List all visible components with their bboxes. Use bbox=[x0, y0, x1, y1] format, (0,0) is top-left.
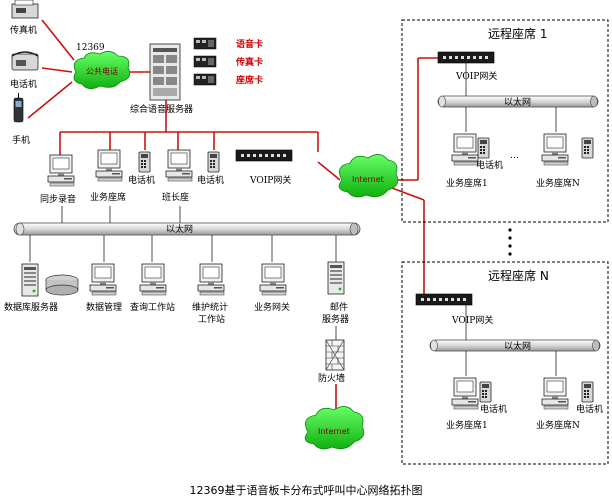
diagram-caption: 12369基于语音板卡分布式呼叫中心网络拓扑图 bbox=[190, 483, 423, 497]
biz-seat-label: 业务座席 bbox=[90, 191, 126, 203]
phone-b-icon bbox=[207, 151, 220, 173]
remote-n-seat-1-pc-icon bbox=[451, 377, 479, 410]
voip-gateway-icon bbox=[235, 149, 293, 162]
fax-label: 传真机 bbox=[10, 24, 37, 36]
db-server-label: 数据库服务器 bbox=[4, 301, 58, 313]
remote-n-voip-label: VOIP网关 bbox=[451, 314, 493, 326]
remote-1-eth-label: 以太网 bbox=[504, 96, 531, 108]
mobile-label: 手机 bbox=[12, 134, 30, 146]
data-mgmt-pc-icon bbox=[89, 263, 117, 296]
ethernet-main-label: 以太网 bbox=[166, 223, 193, 235]
remote-n-voip-icon bbox=[415, 293, 473, 306]
remote-1-seat-n-label: 业务座席N bbox=[536, 177, 580, 189]
sync-record-label: 同步录音 bbox=[40, 193, 76, 205]
mail-server-label-line2: 服务器 bbox=[322, 313, 349, 325]
remote-n-phone-b-icon bbox=[581, 381, 594, 403]
biz-gw-pc-icon bbox=[259, 263, 287, 296]
remote-n-seat-1-label: 业务座席1 bbox=[446, 419, 488, 431]
remote-n-phone-a-icon bbox=[479, 381, 492, 403]
voice-card-icon bbox=[193, 37, 217, 50]
seat-card-label: 座席卡 bbox=[235, 74, 263, 86]
remote-1-voip-icon bbox=[437, 51, 495, 64]
remote-1-title: 远程座席 1 bbox=[488, 26, 547, 41]
remote-1-voip-label: VOIP网关 bbox=[455, 70, 497, 82]
fax-icon bbox=[11, 0, 39, 19]
maint-ws-label-line1: 维护统计 bbox=[192, 301, 228, 313]
internet-cloud-middle: Internet bbox=[338, 154, 399, 198]
remote-n-eth-label: 以太网 bbox=[504, 340, 531, 352]
remote-n-seat-n-label: 业务座席N bbox=[536, 419, 580, 431]
query-ws-pc-icon bbox=[139, 263, 167, 296]
firewall-label: 防火墙 bbox=[318, 372, 345, 384]
db-server-icon bbox=[21, 263, 39, 297]
voice-card-label: 语音卡 bbox=[236, 38, 263, 50]
remote-seat-n-group: 远程座席 N VOIP网关 以太网 电话机 电话机 业务座席1 业务座席N bbox=[401, 261, 609, 465]
voip-gateway-label: VOIP网关 bbox=[249, 174, 291, 186]
remote-1-dots: … bbox=[510, 151, 519, 161]
remote-ellipsis bbox=[508, 228, 512, 256]
phone-label: 电话机 bbox=[10, 78, 37, 90]
maint-ws-label-line2: 工作站 bbox=[198, 313, 225, 325]
phone-a-label: 电话机 bbox=[128, 174, 155, 186]
remote-1-seat-1-pc-icon bbox=[451, 133, 479, 166]
monitor-seat-label: 班长座 bbox=[162, 191, 189, 203]
remote-1-phone-icon bbox=[477, 137, 490, 159]
query-ws-label: 查询工作站 bbox=[130, 301, 175, 313]
remote-1-seat-n-pc-icon bbox=[541, 133, 569, 166]
seat-bus-drops bbox=[61, 206, 181, 223]
remote-n-title: 远程座席 N bbox=[488, 268, 549, 283]
internet-cloud-bottom: Internet bbox=[304, 406, 365, 450]
pstn-cloud: 公共电话 bbox=[73, 51, 131, 89]
hotline-label: 12369 bbox=[76, 43, 105, 53]
monitor-seat-pc-icon bbox=[165, 149, 193, 182]
phone-b-label: 电话机 bbox=[197, 174, 224, 186]
phone-icon bbox=[11, 51, 39, 71]
fax-card-label: 传真卡 bbox=[235, 56, 263, 68]
mobile-icon bbox=[13, 93, 24, 123]
maint-ws-pc-icon bbox=[197, 263, 225, 296]
red-links bbox=[27, 19, 438, 295]
fax-card-icon bbox=[193, 55, 217, 68]
remote-1-seat-1-label: 业务座席1 bbox=[446, 177, 488, 189]
lower-bus-drops bbox=[29, 235, 337, 262]
remote-n-seat-n-pc-icon bbox=[541, 377, 569, 410]
remote-n-phone-b-label: 电话机 bbox=[576, 403, 603, 415]
mail-server-label-line1: 邮件 bbox=[330, 301, 348, 313]
remote-1-phone-label: 电话机 bbox=[476, 159, 503, 171]
seat-card-icon bbox=[193, 73, 217, 86]
biz-gw-label: 业务网关 bbox=[254, 301, 290, 313]
firewall-icon bbox=[325, 339, 345, 371]
ethernet-main-bus: 以太网 bbox=[13, 222, 361, 236]
remote-n-phone-a-label: 电话机 bbox=[480, 403, 507, 415]
mail-server-icon bbox=[327, 261, 345, 295]
remote-seat-1-group: 远程座席 1 VOIP网关 以太网 电话机 … 业务座席1 业务座席N bbox=[401, 19, 609, 223]
phone-a-icon bbox=[138, 151, 151, 173]
voice-server-label: 综合语音服务器 bbox=[130, 103, 193, 115]
sync-record-pc-icon bbox=[47, 154, 75, 187]
storage-disk-icon bbox=[45, 274, 79, 296]
voice-server-icon bbox=[149, 43, 181, 101]
pstn-label: 公共电话 bbox=[86, 66, 118, 76]
biz-seat-pc-icon bbox=[95, 149, 123, 182]
remote-1-phone-n-icon bbox=[581, 137, 594, 159]
internet-bottom-label: Internet bbox=[318, 427, 350, 436]
data-mgmt-label: 数据管理 bbox=[86, 301, 122, 313]
internet-middle-label: Internet bbox=[352, 175, 384, 184]
